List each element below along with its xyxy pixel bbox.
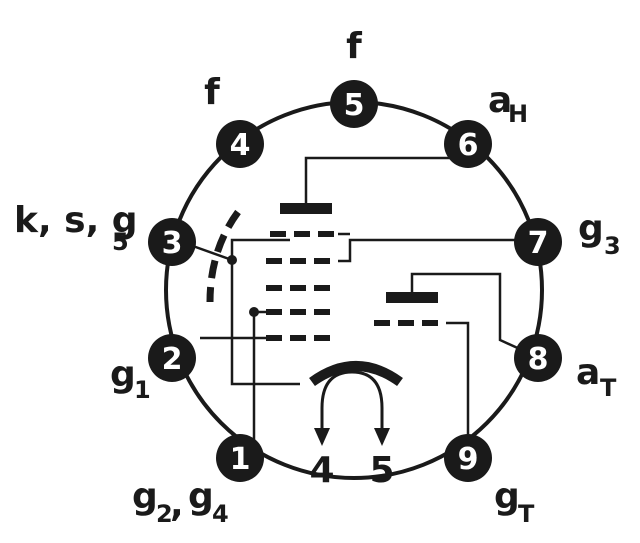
label-pin8-main: a (576, 352, 600, 393)
pin-4: 4 (216, 120, 264, 168)
pin-5-number: 5 (344, 88, 365, 123)
wire-triode-grid-pin9 (446, 321, 470, 444)
label-pin1-sep: , (170, 484, 184, 525)
label-pin5-f: f (346, 26, 362, 67)
pin-5: 5 (330, 80, 378, 128)
pin-6-number: 6 (458, 128, 479, 163)
pin-1-number: 1 (230, 442, 251, 477)
pin-3: 3 (148, 218, 196, 266)
pin-8: 8 (514, 334, 562, 382)
pin-3-number: 3 (162, 226, 183, 261)
label-pin4-f: f (204, 72, 220, 113)
label-pin2-sub: 1 (134, 376, 151, 404)
junction-dot-b (249, 307, 259, 317)
wire-pin1 (252, 310, 266, 444)
label-pin9-sub: T (518, 500, 535, 528)
label-pin1-sub1: 2 (156, 500, 173, 528)
electrode-group (189, 156, 523, 446)
heater-arrow-left (314, 428, 330, 446)
label-pin9-main: g (494, 476, 520, 517)
label-pin1-main1: g (132, 476, 158, 517)
wire-pin3-cathode (230, 260, 300, 386)
pin-2: 2 (148, 334, 196, 382)
pin-1: 1 (216, 434, 264, 482)
label-pin3-sub: 5 (112, 228, 129, 256)
pin-9-number: 9 (458, 442, 479, 477)
pin-8-number: 8 (528, 342, 549, 377)
label-pin2-main: g (110, 354, 136, 395)
pin-2-number: 2 (162, 342, 183, 377)
wire-triode-anode-pin8 (410, 272, 523, 352)
label-pin7-sub: 3 (604, 232, 621, 260)
label-pin6-main: a (488, 80, 512, 121)
label-pin6-sub: H (508, 100, 528, 128)
pin-6: 6 (444, 120, 492, 168)
triode-anode (386, 292, 438, 303)
label-pin3-main: k, s, g (14, 200, 138, 241)
label-pin1-main2: g (188, 476, 214, 517)
heater-arrow-right (374, 428, 390, 446)
label-pin7-main: g (578, 208, 604, 249)
heater-loop (320, 370, 384, 432)
wire-anode-pin6 (304, 156, 454, 203)
heater-label-right: 5 (369, 450, 394, 491)
wire-pin3-internal (189, 238, 290, 262)
pin-7-number: 7 (528, 226, 549, 261)
shield-arc (206, 209, 241, 303)
pin-7: 7 (514, 218, 562, 266)
heater-label-left: 4 (309, 450, 334, 491)
wire-grid-pin7 (338, 238, 520, 263)
cathode-arc (309, 361, 403, 387)
pin-9: 9 (444, 434, 492, 482)
label-pin1-sub2: 4 (212, 500, 229, 528)
pentode-anode (280, 203, 332, 214)
label-pin8-sub: T (600, 374, 617, 402)
junction-dot-a (227, 255, 237, 265)
pin-4-number: 4 (230, 128, 251, 163)
